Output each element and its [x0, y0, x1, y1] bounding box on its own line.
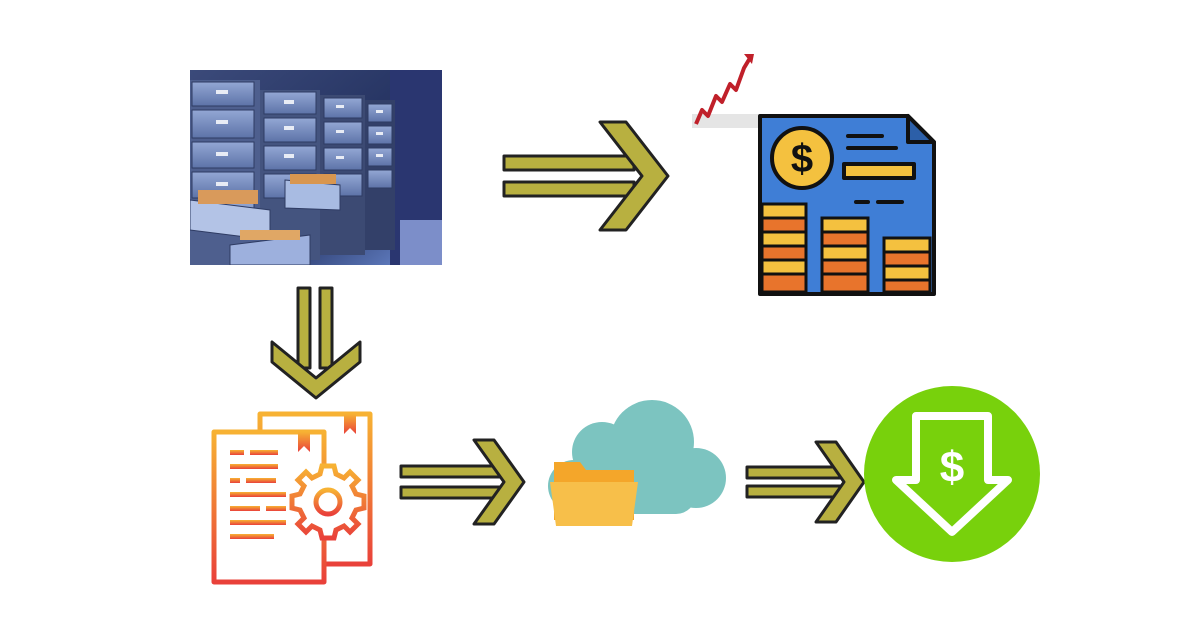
filing-cabinet-archive-photo [190, 70, 442, 265]
rising-chart-icon [690, 52, 760, 132]
double-arrow-right-icon [398, 436, 528, 528]
cloud-folder-icon [540, 398, 730, 532]
double-arrow-down-icon [268, 286, 364, 402]
financial-report-icon: $ [756, 112, 938, 298]
double-arrow-right-icon [500, 118, 672, 234]
revenue-coin-symbol: $ [791, 137, 813, 181]
dollar-down-arrow-icon: $ [862, 384, 1042, 564]
double-arrow-right-icon [744, 438, 868, 526]
document-settings-icon [208, 410, 380, 588]
savings-coin-symbol: $ [940, 443, 964, 492]
